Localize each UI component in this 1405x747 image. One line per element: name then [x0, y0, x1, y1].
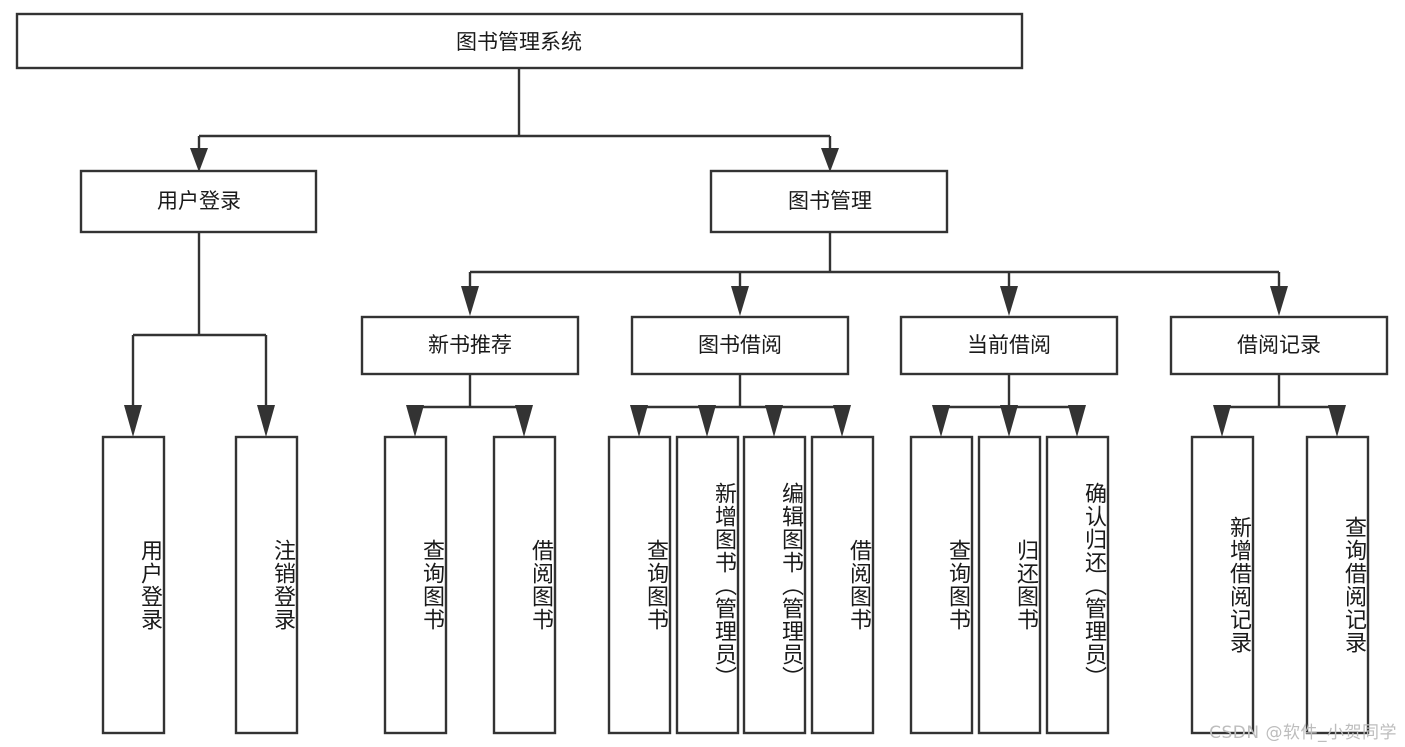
node-book-borrow[interactable]	[630, 315, 850, 376]
arrowhead-leaf-bb-1	[630, 405, 648, 437]
arrowhead-leaf-br-1	[1213, 405, 1231, 437]
node-user-login-label: 用户登录	[157, 189, 241, 213]
node-leaf-bb-edit-book-admin[interactable]	[742, 435, 807, 735]
arrowhead-leaf-br-2	[1328, 405, 1346, 437]
node-borrow-record-label: 借阅记录	[1237, 333, 1321, 357]
node-group: 图书管理系统 用户登录 图书管理 新书推荐 图书借阅 当前借阅 借阅记录	[15, 12, 1389, 735]
arrowhead-book-manage	[821, 148, 839, 172]
node-current-borrow[interactable]	[899, 315, 1119, 376]
node-leaf-user-login[interactable]	[101, 435, 166, 735]
node-leaf-cb-confirm-return-admin[interactable]	[1045, 435, 1110, 735]
arrowhead-leaf-cb-2	[1000, 405, 1018, 437]
arrowhead-new-book	[461, 286, 479, 316]
node-leaf-br-query-record[interactable]	[1305, 435, 1370, 735]
node-root-book-management-system[interactable]	[15, 12, 1024, 70]
arrowhead-group	[124, 148, 1346, 437]
arrowhead-leaf-cb-1	[932, 405, 950, 437]
arrowhead-leaf-bb-3	[765, 405, 783, 437]
node-leaf-br-add-record[interactable]	[1190, 435, 1255, 735]
node-leaf-cb-return-book[interactable]	[977, 435, 1042, 735]
node-leaf-cb-query-book[interactable]	[909, 435, 974, 735]
node-leaf-nb-query-book[interactable]	[383, 435, 448, 735]
arrowhead-current-borrow	[1000, 286, 1018, 316]
arrowhead-borrow-record	[1270, 286, 1288, 316]
node-leaf-nb-borrow-book[interactable]	[492, 435, 557, 735]
node-new-book-recommend[interactable]	[360, 315, 580, 376]
node-leaf-bb-query-book[interactable]	[607, 435, 672, 735]
node-current-borrow-label: 当前借阅	[967, 333, 1051, 357]
arrowhead-leaf-cb-3	[1068, 405, 1086, 437]
node-leaf-logout[interactable]	[234, 435, 299, 735]
arrowhead-book-borrow	[731, 286, 749, 316]
node-borrow-record[interactable]	[1169, 315, 1389, 376]
node-user-login[interactable]	[79, 169, 318, 234]
arrowhead-leaf-logout	[257, 405, 275, 437]
arrowhead-user-login	[190, 148, 208, 172]
node-book-management[interactable]	[709, 169, 949, 234]
watermark-text: CSDN @软件_小贺同学	[1209, 723, 1397, 743]
node-new-book-recommend-label: 新书推荐	[428, 333, 512, 357]
node-leaf-bb-add-book-admin[interactable]	[675, 435, 740, 735]
arrowhead-leaf-bb-2	[698, 405, 716, 437]
arrowhead-leaf-nb-1	[406, 405, 424, 437]
arrowhead-leaf-nb-2	[515, 405, 533, 437]
node-book-management-label: 图书管理	[788, 189, 872, 213]
arrowhead-leaf-user-login	[124, 405, 142, 437]
node-root-label: 图书管理系统	[456, 30, 582, 54]
arrowhead-leaf-bb-4	[833, 405, 851, 437]
node-book-borrow-label: 图书借阅	[698, 333, 782, 357]
node-leaf-bb-borrow-book[interactable]	[810, 435, 875, 735]
